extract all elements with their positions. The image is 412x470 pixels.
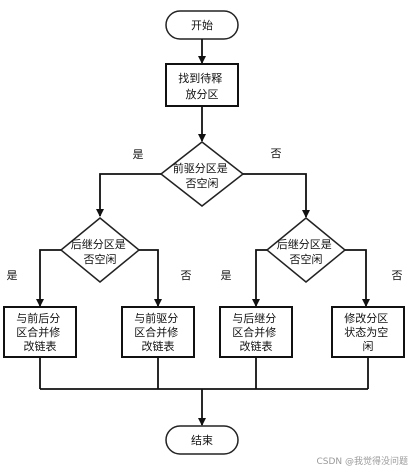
merge-both-label: 与前后分 区合并修 改链表 bbox=[16, 311, 64, 353]
find-free-label: 找到待释 放分区 bbox=[178, 71, 226, 101]
edge-label-no-top: 否 bbox=[271, 147, 282, 160]
prev-empty-decision bbox=[159, 141, 245, 207]
edge-prev-yes bbox=[96, 173, 161, 217]
next-empty-right-label: 后继分区是 否空闲 bbox=[277, 238, 336, 266]
next-empty-left-label: 后继分区是 否空闲 bbox=[71, 238, 130, 266]
edge-label-no-right: 否 bbox=[392, 269, 403, 282]
next-empty-left-decision bbox=[59, 217, 141, 283]
watermark-text: CSDN @我觉得没问题 bbox=[316, 455, 408, 467]
edge-next-right-no bbox=[345, 249, 370, 307]
edge-label-yes-left: 是 bbox=[7, 269, 18, 282]
next-empty-right-decision bbox=[265, 217, 347, 283]
merge-prev-node bbox=[121, 306, 195, 358]
set-free-label: 修改分区 状态为空 闲 bbox=[344, 311, 392, 353]
edge-next-left-no bbox=[139, 249, 162, 307]
edge-prev-no bbox=[243, 173, 310, 218]
merge-prev-label: 与前驱分 区合并修 改链表 bbox=[134, 311, 182, 353]
edge-label-yes-right: 是 bbox=[221, 269, 232, 282]
start-label: 开始 bbox=[191, 18, 213, 32]
find-free-node bbox=[165, 63, 239, 107]
end-node bbox=[165, 425, 239, 455]
edge-label-yes-top: 是 bbox=[133, 148, 144, 161]
edge-next-left-yes bbox=[36, 249, 61, 307]
set-free-node bbox=[331, 306, 405, 358]
merge-next-label: 与后继分 区合并修 改链表 bbox=[232, 312, 280, 353]
prev-empty-label: 前驱分区是 否空闲 bbox=[173, 161, 232, 190]
edge-label-no-left: 否 bbox=[181, 269, 192, 282]
edge-next-right-yes bbox=[252, 249, 267, 307]
end-label: 结束 bbox=[191, 434, 213, 447]
